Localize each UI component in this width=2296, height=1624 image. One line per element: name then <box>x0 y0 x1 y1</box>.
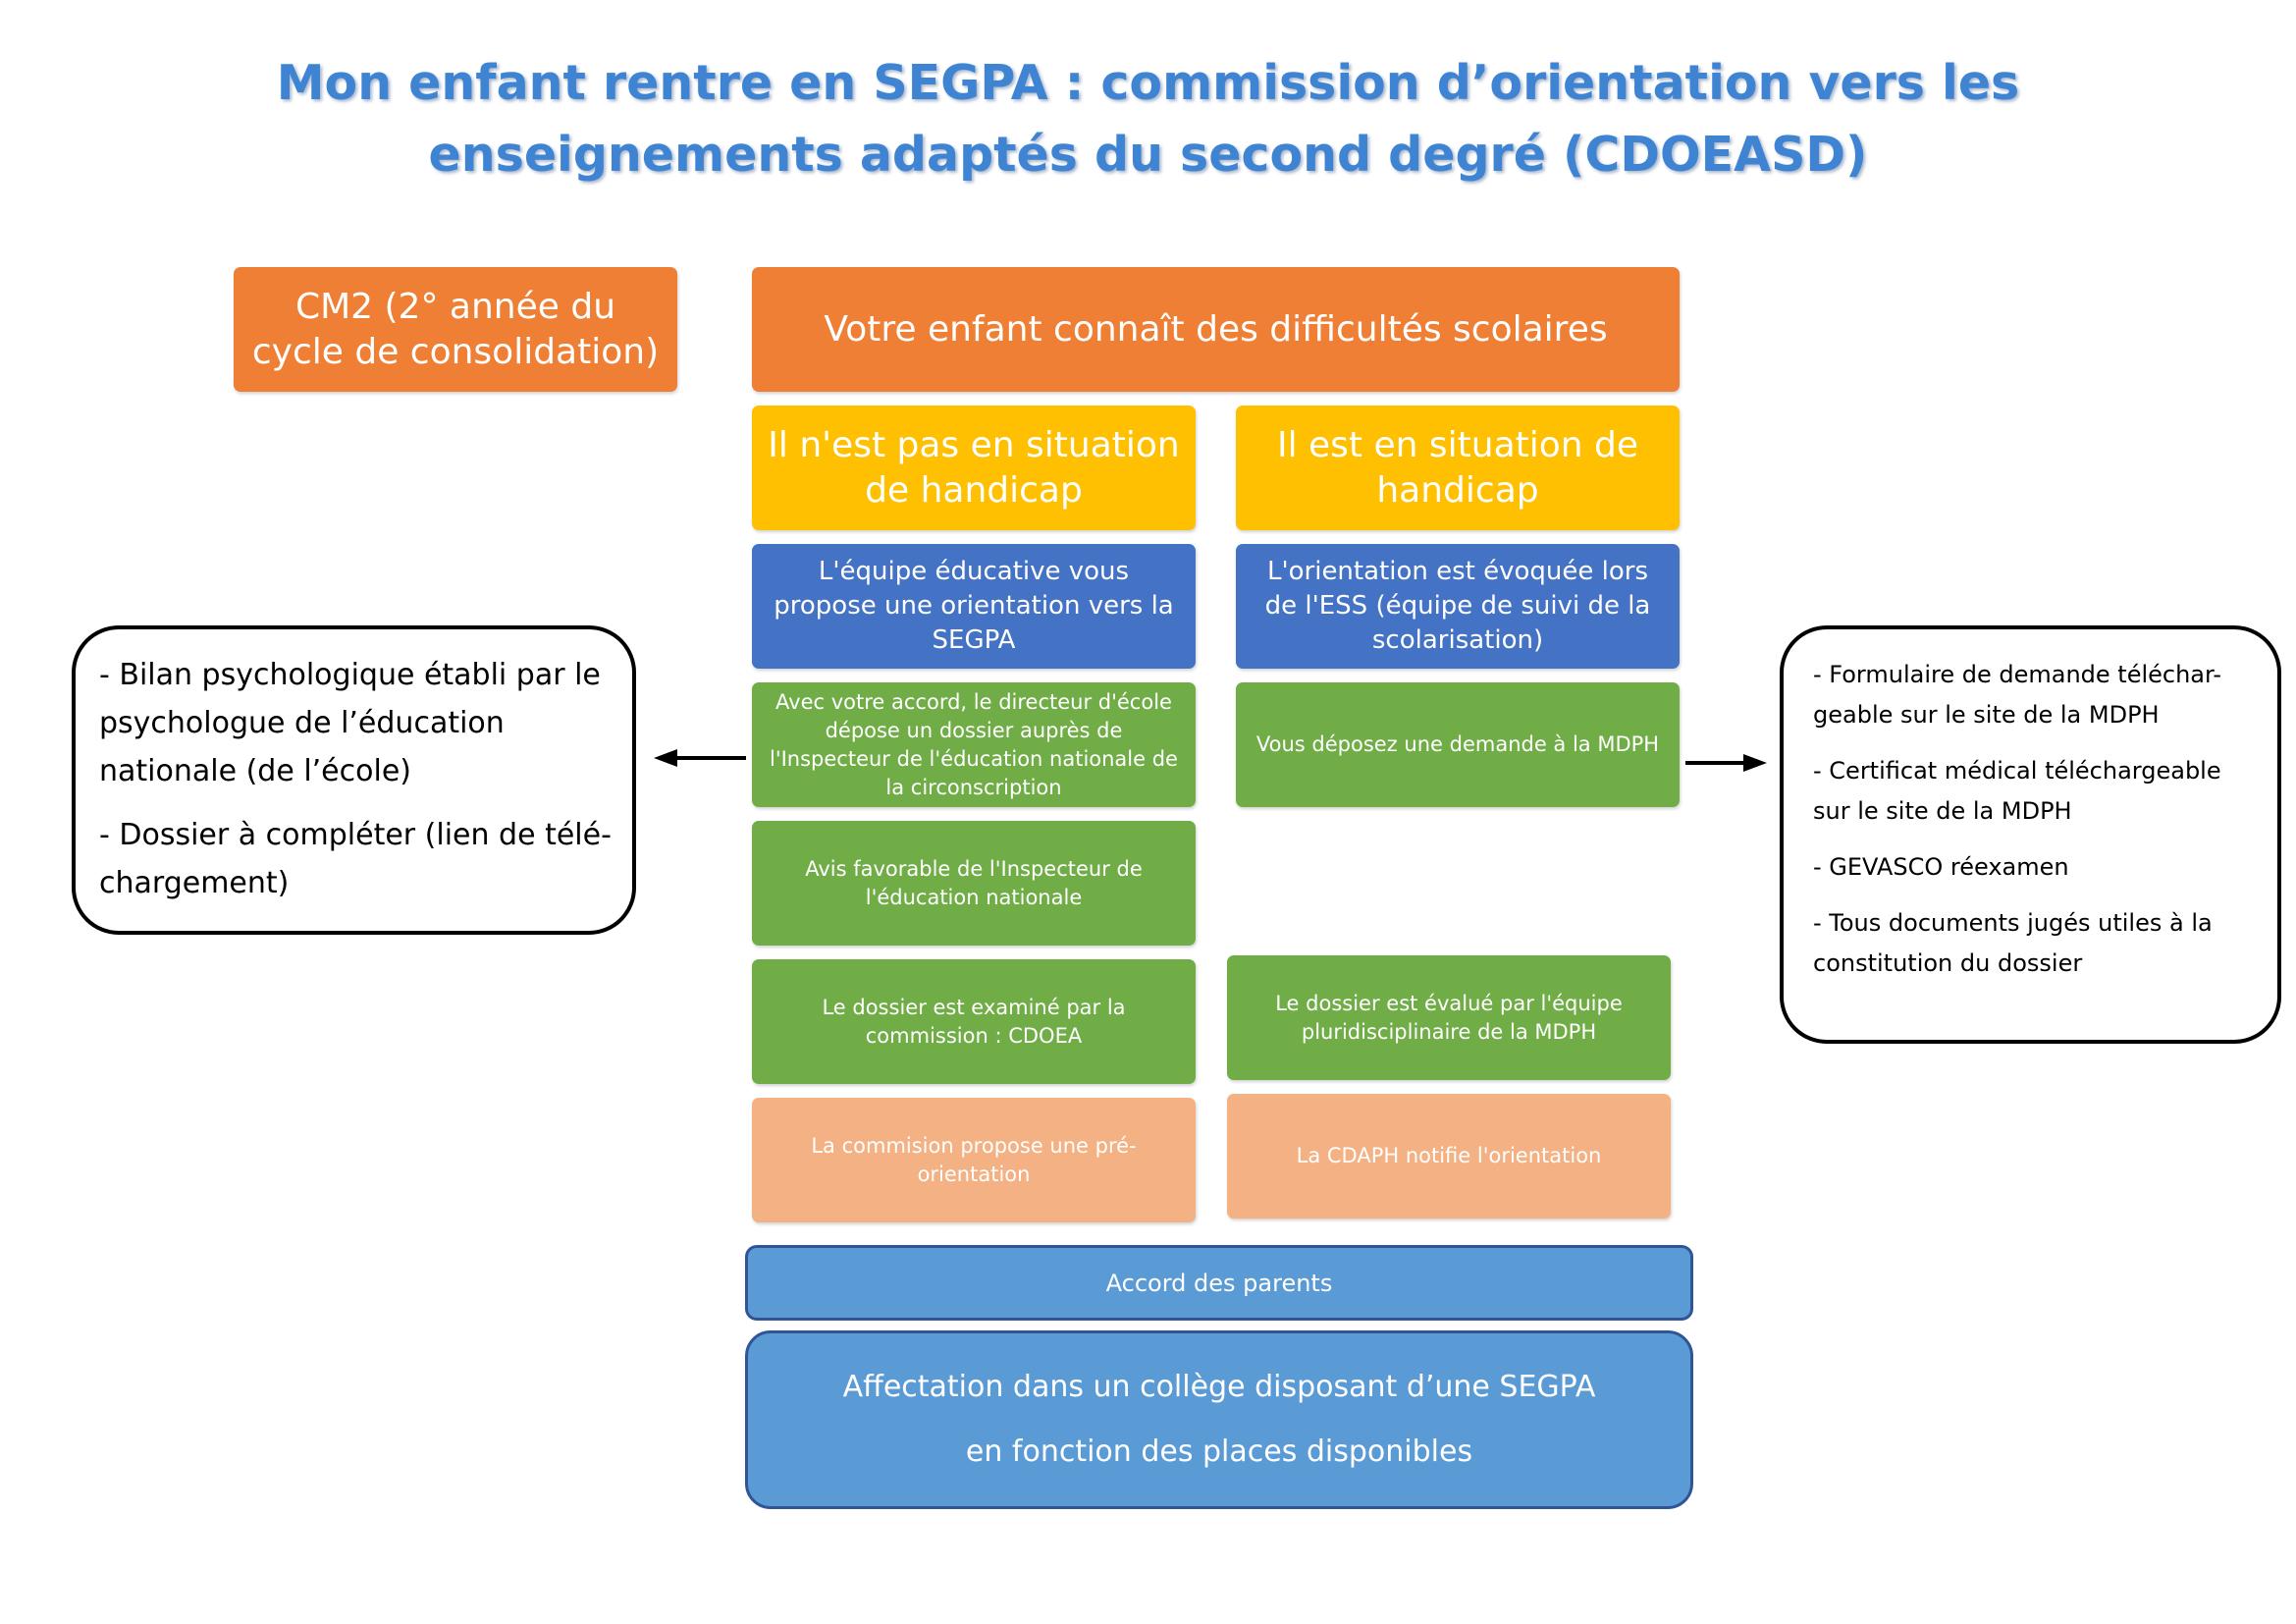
assignment-line-1: Affectation dans un collège disposant d’… <box>842 1370 1596 1404</box>
right-note: - Formulaire de demande téléchar-geable … <box>1780 625 2281 1044</box>
arrow-to-left-note <box>654 749 746 767</box>
handicap-header: Il est en situation de handicap <box>1236 406 1680 530</box>
no-handicap-step-3: Avis favorable de l'Inspecteur de l'éduc… <box>752 821 1196 946</box>
page-title: Mon enfant rentre en SEGPA : commission … <box>0 47 2296 190</box>
handicap-step-1: L'orientation est évoquée lors de l'ESS … <box>1236 544 1680 669</box>
left-note: - Bilan psychologique établi par le psyc… <box>72 625 636 935</box>
right-note-item: - Certificat médical téléchargeable sur … <box>1813 757 2221 825</box>
handicap-step-2: Vous déposez une demande à la MDPH <box>1236 682 1680 807</box>
handicap-step-3: Le dossier est évalué par l'équipe pluri… <box>1227 955 1671 1080</box>
arrow-to-right-note <box>1685 754 1767 772</box>
no-handicap-step-4: Le dossier est examiné par la commission… <box>752 959 1196 1084</box>
cm2-box: CM2 (2° année du cycle de consolidation) <box>234 267 677 392</box>
left-note-item: - Dossier à compléter (lien de télé-char… <box>99 818 612 900</box>
title-line-1: Mon enfant rentre en SEGPA : commission … <box>276 55 2020 111</box>
no-handicap-step-2: Avec votre accord, le directeur d'école … <box>752 682 1196 807</box>
no-handicap-step-1: L'équipe éducative vous propose une orie… <box>752 544 1196 669</box>
left-note-item: - Bilan psychologique établi par le psyc… <box>99 658 601 788</box>
assignment-box: Affectation dans un collège disposant d’… <box>745 1330 1693 1509</box>
parents-agreement-box: Accord des parents <box>745 1245 1693 1321</box>
no-handicap-header: Il n'est pas en situation de handicap <box>752 406 1196 530</box>
right-note-item: - GEVASCO réexamen <box>1813 853 2069 881</box>
assignment-line-2: en fonction des places disponibles <box>965 1435 1473 1469</box>
right-note-item: - Tous documents jugés utiles à la const… <box>1813 909 2213 977</box>
right-note-item: - Formulaire de demande téléchar-geable … <box>1813 661 2222 729</box>
title-line-2: enseignements adaptés du second degré (C… <box>428 127 1868 183</box>
no-handicap-step-5: La commision propose une pré-orientation <box>752 1098 1196 1222</box>
handicap-step-4: La CDAPH notifie l'orientation <box>1227 1094 1671 1218</box>
difficulties-box: Votre enfant connaît des difficultés sco… <box>752 267 1680 392</box>
